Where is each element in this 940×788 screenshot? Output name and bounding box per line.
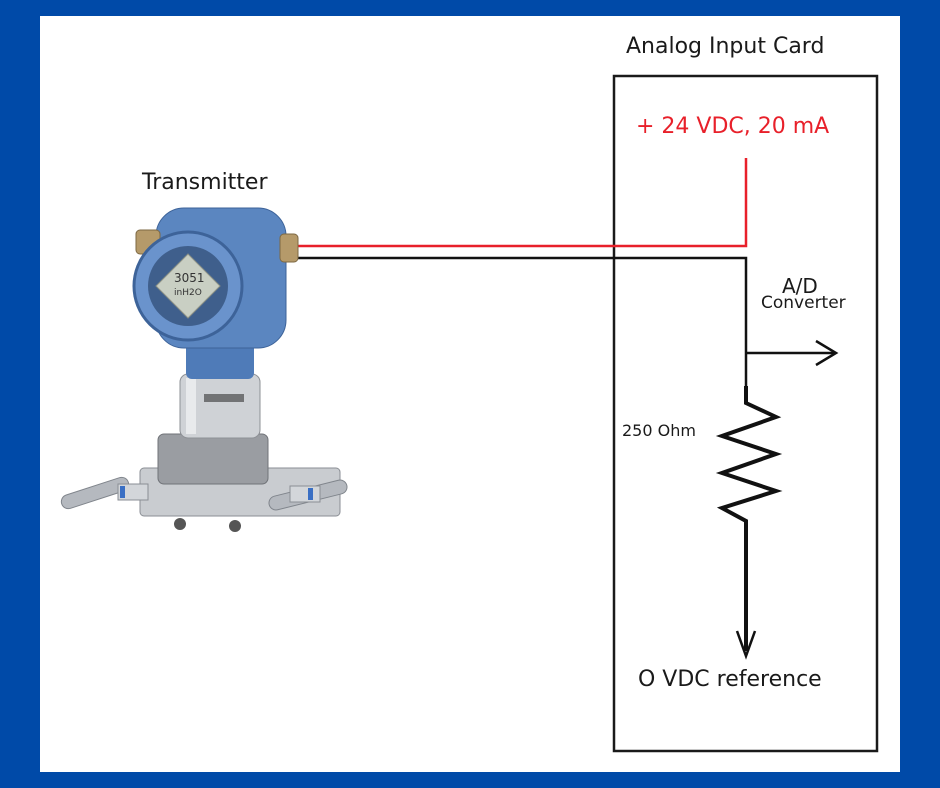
- transmitter-label: Transmitter: [142, 170, 268, 195]
- reference-arrow-icon: [735, 630, 757, 660]
- transmitter-display-line2: inH2O: [174, 288, 202, 298]
- resistor-symbol: [715, 386, 783, 651]
- adc-arrow-icon: [815, 339, 839, 367]
- adc-label-line2: Converter: [761, 293, 846, 313]
- transmitter-display-line1: 3051: [174, 271, 205, 285]
- analog-input-card-box: [612, 74, 879, 753]
- signal-wire: [293, 256, 748, 386]
- supply-voltage-label: + 24 VDC, 20 mA: [636, 114, 830, 139]
- transmitter-image: [60, 207, 348, 532]
- adc-label-line1: A/D: [782, 274, 818, 298]
- analog-input-card-title: Analog Input Card: [626, 34, 825, 59]
- positive-wire: [293, 158, 748, 248]
- reference-label: O VDC reference: [638, 667, 822, 692]
- diagram-canvas: 3051 inH2O Analog Input Card + 24 VDC, 2…: [40, 16, 900, 772]
- circuit-svg: [60, 74, 879, 753]
- resistor-label: 250 Ohm: [622, 421, 696, 440]
